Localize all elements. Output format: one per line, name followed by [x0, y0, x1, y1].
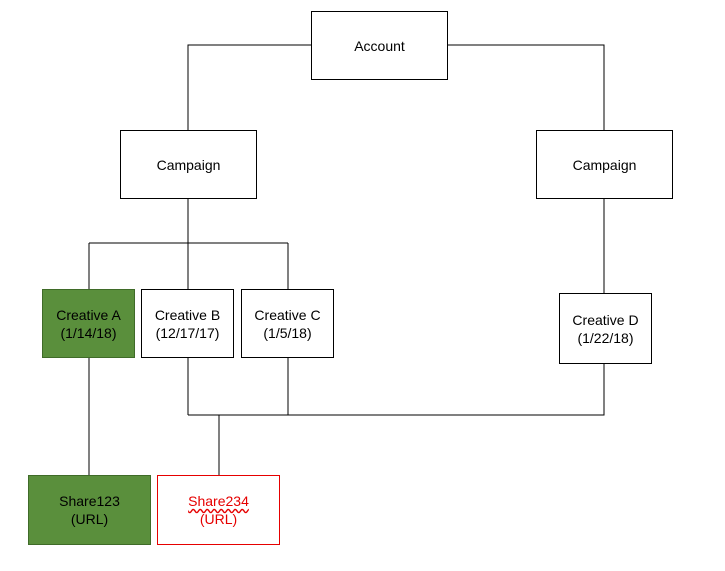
connector-account-campaign-right [448, 44, 605, 130]
connector-d-down [188, 364, 605, 416]
creative-b-date: (12/17/17) [155, 324, 220, 341]
creative-d-date: (1/22/18) [577, 329, 634, 346]
share234-label: Share234 [188, 493, 249, 509]
campaign-node-right[interactable]: Campaign [536, 130, 673, 199]
creative-c-date: (1/5/18) [263, 324, 312, 341]
creative-b-label: Creative B [154, 306, 221, 323]
campaign-node-left[interactable]: Campaign [120, 130, 257, 199]
creative-c-node[interactable]: Creative C (1/5/18) [241, 289, 334, 358]
creative-c-label: Creative C [254, 306, 321, 323]
creative-a-node[interactable]: Creative A (1/14/18) [42, 289, 135, 358]
connector-account-campaign-left [187, 44, 311, 130]
account-node[interactable]: Account [311, 11, 448, 80]
share123-node[interactable]: Share123 (URL) [28, 475, 151, 545]
creative-a-date: (1/14/18) [60, 324, 117, 341]
share234-sub: (URL) [199, 511, 238, 527]
creative-b-node[interactable]: Creative B (12/17/17) [141, 289, 234, 358]
campaign-right-label: Campaign [572, 156, 637, 173]
share234-node[interactable]: Share234 (URL) [157, 475, 280, 545]
creative-d-node[interactable]: Creative D (1/22/18) [559, 293, 652, 364]
account-label: Account [354, 37, 405, 54]
creative-a-label: Creative A [56, 306, 121, 323]
share123-sub: (URL) [70, 511, 109, 527]
share123-label: Share123 [59, 493, 120, 509]
creative-d-label: Creative D [572, 311, 639, 328]
campaign-left-label: Campaign [156, 156, 221, 173]
